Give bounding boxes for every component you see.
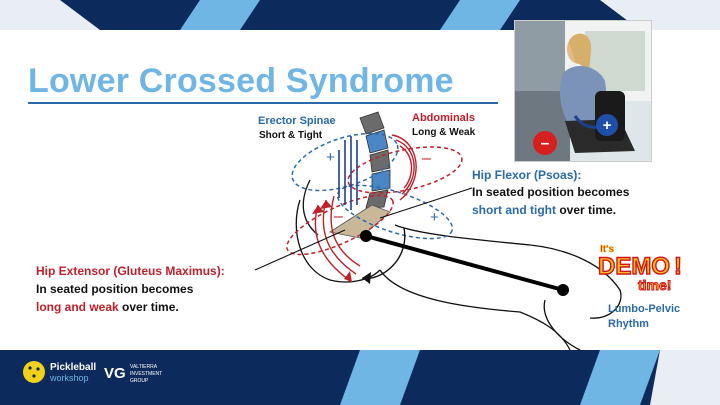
abdominal-minus-sign: – [422, 150, 431, 167]
photo-illustration: – + [515, 21, 651, 161]
title-underline [28, 102, 498, 104]
top-band-stripe-1 [180, 0, 260, 30]
partner-line3: GROUP [130, 378, 149, 384]
gluteal-arrowhead-3 [344, 271, 352, 282]
demo-bottom-text: time! [638, 277, 671, 293]
hip-flexor-line2: short and tight over time. [472, 203, 616, 217]
slide-title: Lower Crossed Syndrome [28, 62, 454, 100]
top-band-stripe-2 [440, 0, 520, 30]
pelvic-rotation-arrowhead [362, 272, 371, 284]
bottom-band [0, 350, 720, 405]
pickleball-hole-1 [28, 366, 32, 370]
rhythm-label: Rhythm [608, 318, 649, 330]
partner-line1: VALTIERRA [130, 364, 158, 370]
gluteal-fibers [312, 195, 361, 283]
femur-line [365, 234, 564, 292]
vertebra-2 [365, 129, 389, 154]
psoas-plus-sign: + [430, 209, 439, 226]
abdominal-force-ellipse [347, 146, 463, 194]
demo-small-text: It's [600, 244, 614, 255]
pickleball-icon [23, 361, 45, 383]
hip-flexor-title: Hip Flexor (Psoas): [472, 168, 582, 182]
pelvis-back-outline [302, 179, 319, 236]
glute-pointer [254, 229, 346, 271]
hip-extensor-suffix: over time. [118, 300, 179, 314]
gluteal-arc-3 [330, 195, 361, 267]
bottom-band-stripe-2 [580, 350, 660, 405]
hip-extensor-emphasis: long and weak [36, 300, 119, 314]
photo-window [515, 21, 565, 91]
psoas-pointer [379, 187, 473, 219]
abdominal-arc-2 [395, 139, 415, 195]
bottom-band-light-right [650, 350, 720, 405]
vertebra-1 [359, 111, 385, 135]
erector-label: Erector Spinae [258, 115, 336, 127]
erector-spinae-fibers [338, 136, 358, 210]
abdominals-state: Long & Weak [412, 127, 476, 138]
photo-plus-badge [596, 114, 618, 136]
psoas-force-ellipse [336, 184, 454, 240]
demo-time-badge: It's DEMO ! time! [597, 244, 682, 294]
abdominal-arc-3 [399, 145, 413, 189]
footer-logos: Pickleball workshop VG VALTIERRA INVESTM… [23, 361, 162, 384]
hip-extensor-title: Hip Extensor (Gluteus Maximus): [36, 264, 225, 278]
photo-woman-hair [569, 33, 592, 71]
hip-flexor-line1: In seated position becomes [472, 185, 630, 199]
thigh-bottom-outline [379, 269, 571, 351]
vertebra-5 [365, 189, 389, 209]
lumbo-pelvic-label: Lumbo-Pelvic [608, 303, 681, 315]
hip-flexor-emphasis: short and tight [472, 203, 556, 217]
gluteal-arrowhead-2 [320, 200, 332, 209]
sacrum [328, 204, 391, 239]
thigh-top-outline [394, 224, 622, 319]
hip-extensor-line2: long and weak over time. [36, 300, 179, 314]
hip-flexor-suffix: over time. [556, 203, 617, 217]
pickleball-hole-3 [32, 374, 36, 378]
lumbar-spine [357, 111, 391, 225]
photo-minus-badge [533, 131, 557, 155]
demo-bang: ! [674, 253, 682, 280]
top-band-light-left [0, 0, 100, 30]
abdominals-label: Abdominals [412, 112, 475, 124]
gluteal-arc-2 [322, 199, 357, 275]
seated-woman-photo: – + [514, 20, 652, 162]
vertebra-3 [369, 149, 391, 173]
pickleball-brand-line1: Pickleball [50, 362, 96, 373]
top-band [0, 0, 720, 30]
erector-force-ellipse [291, 132, 399, 192]
abdominal-arc-1 [391, 134, 417, 201]
knee-joint [557, 284, 569, 296]
gluteal-force-ellipse [286, 194, 394, 256]
photo-plus-sign: + [603, 117, 612, 134]
pickleball-hole-2 [36, 367, 40, 371]
photo-minus-sign: – [541, 135, 550, 152]
abdominal-fibers [391, 134, 417, 201]
pickleball-brand-line2: workshop [49, 373, 89, 383]
gluteal-arc-1 [314, 204, 353, 283]
gluteal-arrowhead-1 [312, 205, 324, 214]
vertebra-4 [371, 169, 391, 192]
partner-line2: INVESTMENT [130, 371, 162, 377]
hip-joint [360, 230, 372, 242]
demo-big-text: DEMO [598, 253, 670, 280]
hip-extensor-line1: In seated position becomes [36, 282, 194, 296]
knee-outline [543, 299, 581, 351]
partner-logo-mark: VG [104, 365, 126, 382]
gluteal-minus-sign: – [334, 208, 343, 225]
erector-state: Short & Tight [259, 130, 323, 141]
bottom-band-stripe-1 [340, 350, 420, 405]
erector-plus-sign: + [326, 149, 335, 166]
